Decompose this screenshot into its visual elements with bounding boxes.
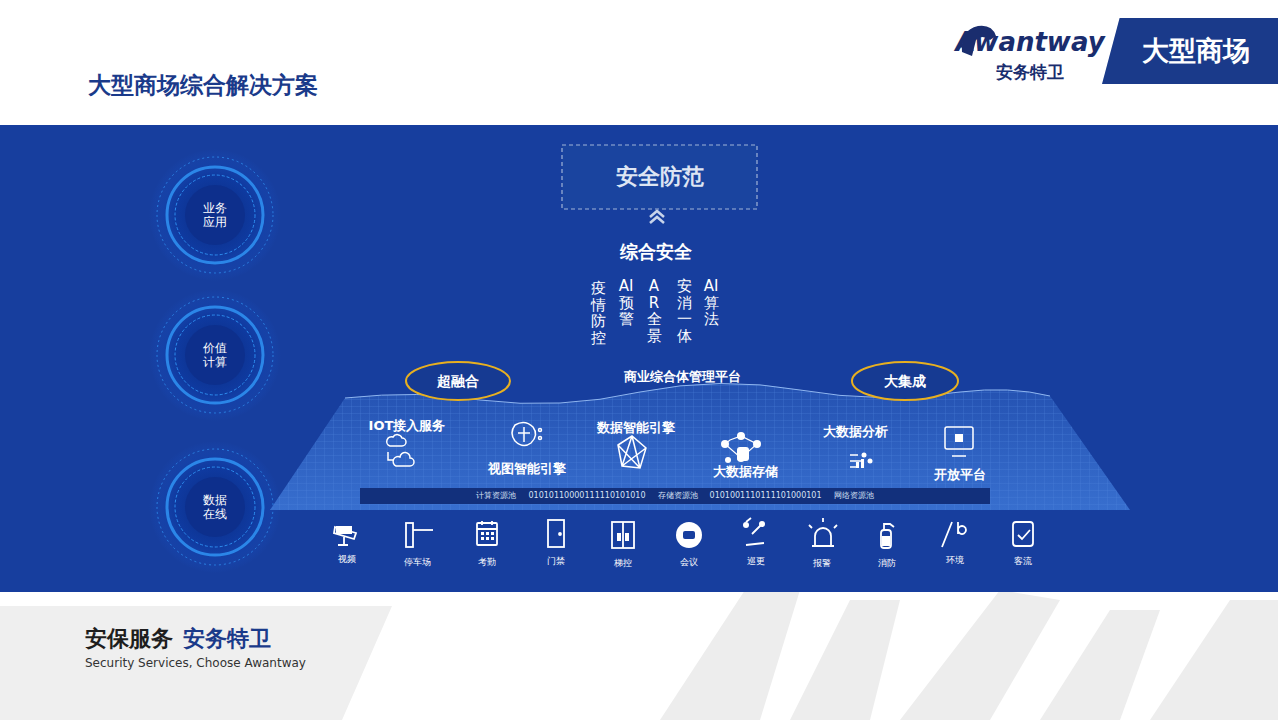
text-label: 大数据存储 [713, 463, 778, 481]
shape-fill [360, 488, 990, 504]
vertical-label: 安消一体 [677, 278, 692, 344]
text-label: 安务特卫 [996, 61, 1064, 84]
text-label: 数据智能引擎 [597, 419, 675, 437]
text-label: 视频 [338, 553, 356, 566]
shape-fill [562, 145, 757, 209]
text-label: 环境 [946, 554, 964, 567]
node-text: 业务 应用 [201, 201, 229, 230]
node-circle: 业务 应用 [185, 185, 245, 245]
node-text: 网络资源池 [834, 491, 874, 501]
vertical-label: AI预警 [619, 278, 634, 328]
node-ellipse: 大集成 [852, 362, 958, 400]
node-tab: 大型商场 [1102, 18, 1278, 84]
text-label: 安保服务 [85, 624, 173, 654]
node-circle: 价值 计算 [185, 325, 245, 385]
text-label: 会议 [680, 556, 698, 569]
vertical-label: 疫情防控 [591, 280, 606, 346]
vertical-label: AR全景 [647, 278, 662, 344]
shape-fill [185, 185, 245, 245]
node-text: 价值 计算 [201, 341, 229, 370]
node-text: 大集成 [884, 373, 926, 390]
text-label: Security Services, Choose Awantway [85, 656, 306, 670]
text-label: 梯控 [614, 557, 632, 570]
text-label: 考勤 [478, 556, 496, 569]
node-text: 超融合 [437, 373, 479, 390]
text-label: 安务特卫 [183, 624, 271, 654]
text-label: 商业综合体管理平台 [624, 368, 741, 386]
text-label: 消防 [878, 557, 896, 570]
node-text: 0101001110111101000101 [710, 491, 822, 501]
text-label: 开放平台 [934, 466, 986, 484]
text-label: 大数据分析 [823, 423, 888, 441]
shape-fill [185, 325, 245, 385]
text-label: Awantway [955, 27, 1104, 57]
shape-fill [852, 362, 958, 400]
vertical-label: AI算法 [704, 278, 719, 328]
node-text: 大型商场 [1130, 35, 1250, 67]
text-label: 报警 [813, 557, 831, 570]
text-label: 门禁 [547, 555, 565, 568]
node-text: 数据 在线 [201, 493, 229, 522]
text-label: 视图智能引擎 [488, 460, 566, 478]
shape-fill [406, 362, 510, 400]
text-label: IOT接入服务 [369, 417, 446, 435]
text-label: 客流 [1014, 555, 1032, 568]
shape-fill [1102, 18, 1278, 84]
text-label: 综合安全 [620, 240, 692, 264]
node-ellipse: 超融合 [406, 362, 510, 400]
node-text: 安全防范 [616, 164, 704, 190]
page-title: 大型商场综合解决方案 [88, 70, 318, 101]
text-label: 停车场 [404, 556, 431, 569]
shape-fill [185, 477, 245, 537]
node-circle: 数据 在线 [185, 477, 245, 537]
node-text: 01010110000111110101010 [528, 491, 645, 501]
node-text: 计算资源池 [476, 491, 516, 501]
node-text: 存储资源池 [658, 491, 698, 501]
text-label: 巡更 [747, 555, 765, 568]
node-dash: 安全防范 [562, 145, 757, 209]
node-bar: 计算资源池 01010110000111110101010 存储资源池 0101001… [360, 488, 990, 504]
